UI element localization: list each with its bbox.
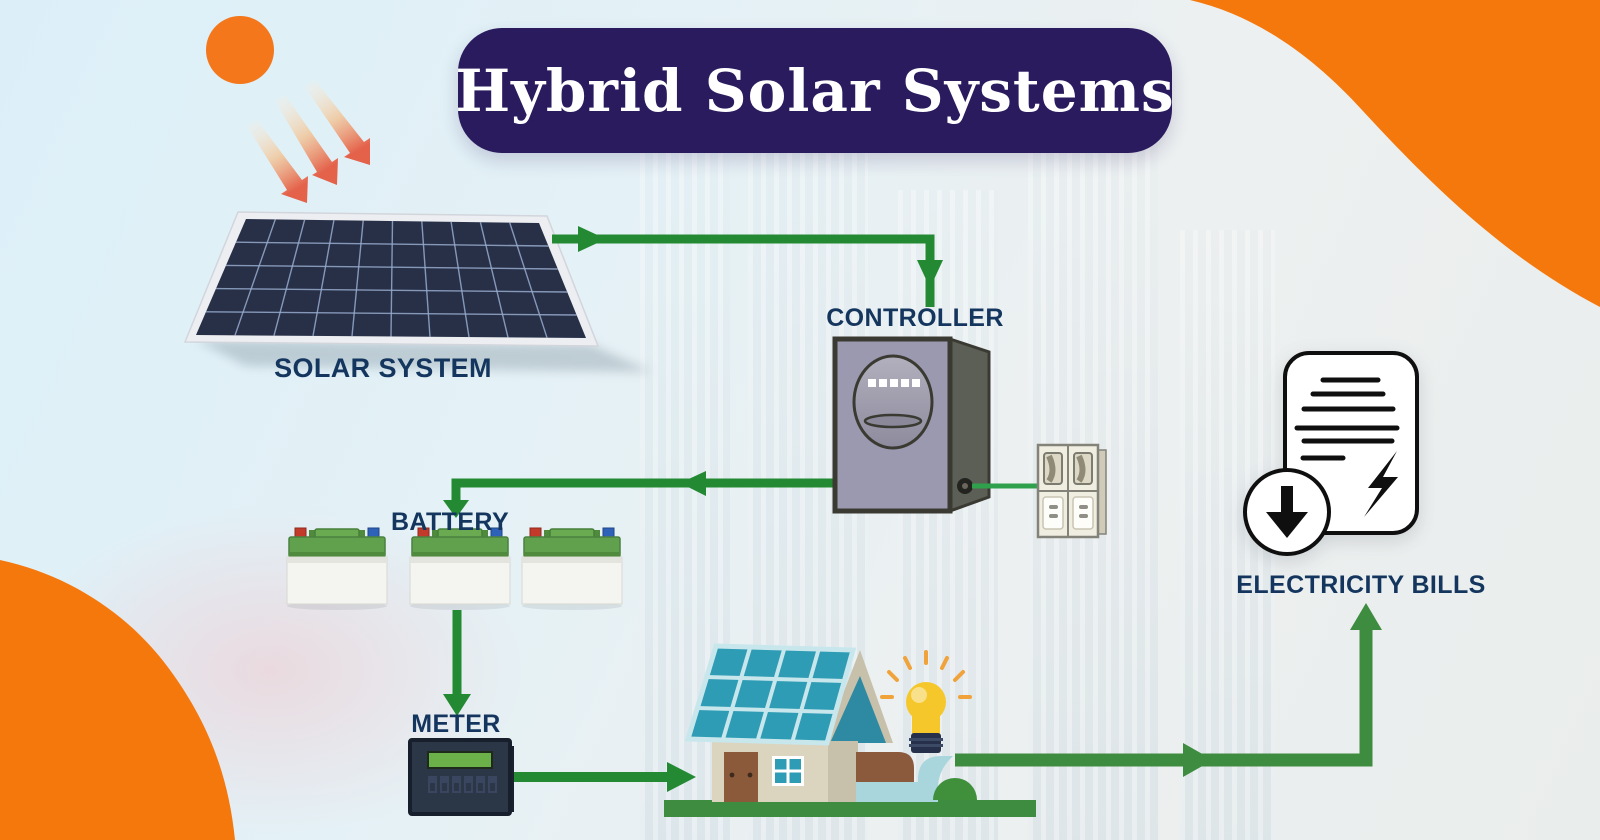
label-battery: BATTERY bbox=[390, 508, 510, 536]
connector-solar-to-controller bbox=[552, 226, 943, 307]
bill-text-lines bbox=[1294, 377, 1400, 461]
house-icon bbox=[664, 643, 1036, 817]
gauge-slot bbox=[863, 413, 923, 429]
meter-display bbox=[427, 751, 493, 769]
label-meter: METER bbox=[411, 710, 501, 738]
battery-icon bbox=[286, 527, 388, 610]
connector-controller-to-battery bbox=[443, 471, 835, 518]
gauge-digits bbox=[868, 379, 920, 387]
solar-panel-icon bbox=[183, 211, 652, 372]
gauge-dial-icon bbox=[852, 354, 934, 450]
garden-wall bbox=[856, 752, 914, 784]
sun-icon bbox=[206, 16, 274, 84]
battery-icon bbox=[409, 527, 511, 610]
light-bulb-icon bbox=[880, 650, 972, 753]
solar-panel-grid bbox=[205, 219, 577, 338]
connector-house-to-bills bbox=[955, 603, 1382, 777]
page-title: Hybrid Solar Systems bbox=[455, 56, 1175, 125]
battery-bank bbox=[286, 527, 623, 610]
house-side-wall bbox=[828, 741, 858, 802]
connector-meter-to-house bbox=[510, 762, 696, 792]
ground-bar bbox=[664, 800, 1036, 817]
lightning-bolt-icon bbox=[1364, 451, 1398, 517]
house-window bbox=[772, 756, 804, 786]
breaker-plates bbox=[1042, 496, 1094, 530]
orange-blob-bottom-left bbox=[0, 560, 235, 840]
sunlight-arrows-icon bbox=[247, 80, 370, 203]
meter-icon bbox=[408, 738, 514, 816]
bush-icon bbox=[933, 778, 977, 800]
title-banner: Hybrid Solar Systems bbox=[455, 28, 1175, 153]
orange-blob-top-right bbox=[1190, 0, 1600, 307]
connector-battery-to-meter bbox=[443, 610, 471, 716]
label-controller: CONTROLLER bbox=[826, 304, 1004, 332]
circuit-breaker-icon bbox=[1036, 443, 1107, 539]
label-electricity-bills: ELECTRICITY BILLS bbox=[1236, 571, 1486, 599]
controller-icon bbox=[832, 336, 991, 514]
breaker-switches bbox=[1043, 452, 1093, 485]
water-feature bbox=[856, 756, 953, 802]
bulb-base bbox=[911, 733, 941, 753]
arrow-down-circle-icon bbox=[1243, 468, 1331, 556]
bulb-rays bbox=[880, 650, 972, 699]
bill-document-icon bbox=[1243, 351, 1419, 556]
roof-solar-panel-icon bbox=[684, 643, 857, 746]
battery-icon bbox=[521, 527, 623, 610]
label-solar-system: SOLAR SYSTEM bbox=[274, 353, 492, 383]
house-door bbox=[724, 752, 758, 802]
